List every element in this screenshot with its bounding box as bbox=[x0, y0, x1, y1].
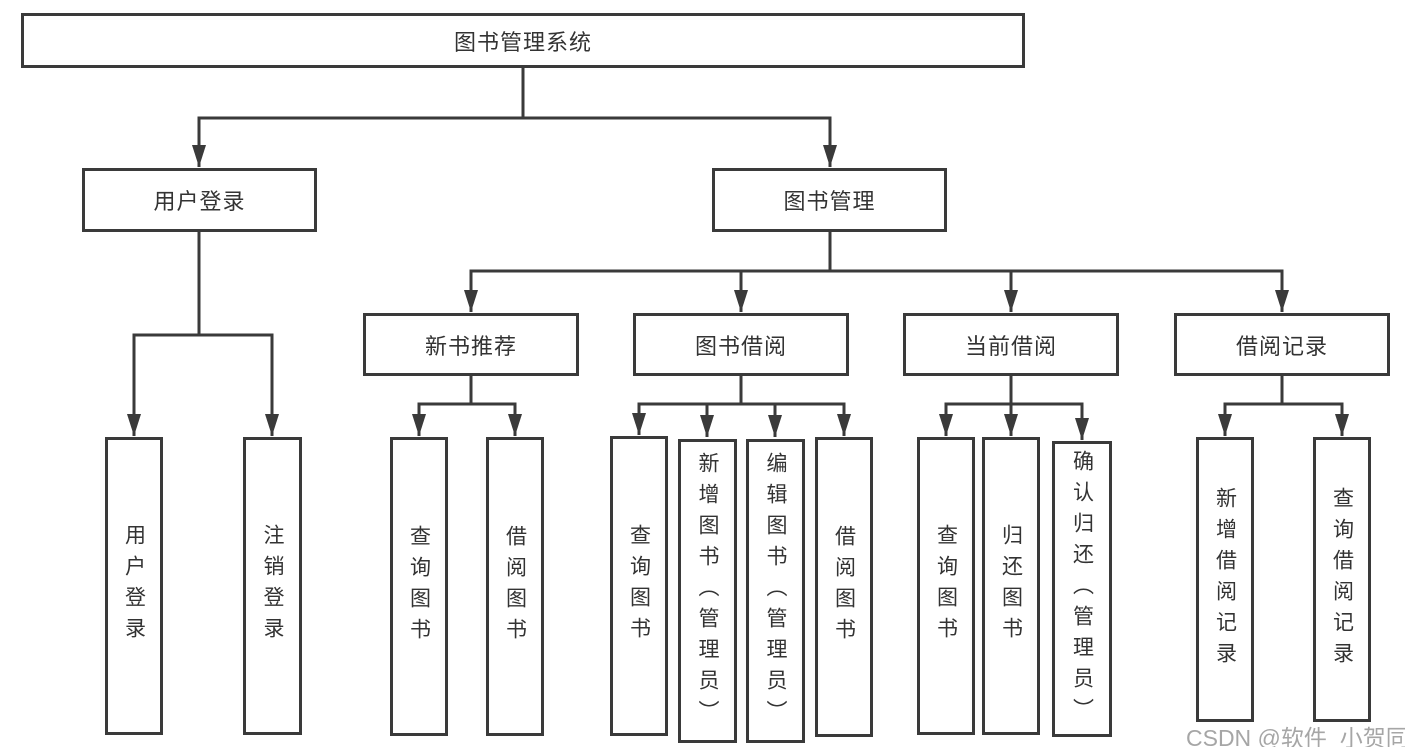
leaf-logout: 注销登录 bbox=[243, 437, 302, 735]
node-borrowing-records: 借阅记录 bbox=[1174, 313, 1390, 376]
leaf-user-login: 用户登录 bbox=[105, 437, 163, 735]
leaf-query-book-recommend: 查询图书 bbox=[390, 437, 448, 736]
leaf-label: 查询图书 bbox=[407, 524, 431, 649]
leaf-label: 注销登录 bbox=[261, 524, 284, 648]
node-label: 当前借阅 bbox=[964, 333, 1057, 359]
leaf-borrow-book-recommend: 借阅图书 bbox=[486, 437, 544, 736]
node-label: 用户登录 bbox=[153, 189, 246, 214]
node-new-book-recommend: 新书推荐 bbox=[363, 313, 579, 376]
node-current-borrowing: 当前借阅 bbox=[903, 313, 1119, 376]
leaf-label: 查询图书 bbox=[627, 524, 651, 648]
leaf-label: 查询图书 bbox=[934, 524, 958, 648]
leaf-label: 查询借阅记录 bbox=[1330, 486, 1354, 673]
node-label: 图书管理系统 bbox=[453, 29, 592, 55]
leaf-return-book: 归还图书 bbox=[982, 437, 1040, 735]
leaf-label: 新增借阅记录 bbox=[1213, 486, 1237, 673]
leaf-query-borrow-record: 查询借阅记录 bbox=[1313, 437, 1371, 722]
leaf-query-book-borrowing: 查询图书 bbox=[610, 436, 668, 736]
node-user-login: 用户登录 bbox=[82, 168, 317, 232]
leaf-label: 归还图书 bbox=[999, 524, 1023, 648]
leaf-add-borrow-record: 新增借阅记录 bbox=[1196, 437, 1254, 722]
node-label: 借阅记录 bbox=[1235, 333, 1328, 359]
leaf-label: 借阅图书 bbox=[503, 524, 527, 649]
leaf-add-book-admin: 新增图书（管理员） bbox=[678, 439, 737, 743]
leaf-confirm-return-admin: 确认归还（管理员） bbox=[1052, 441, 1112, 737]
leaf-label: 用户登录 bbox=[122, 524, 146, 648]
node-library-management-system: 图书管理系统 bbox=[21, 13, 1025, 68]
node-book-borrowing: 图书借阅 bbox=[633, 313, 849, 376]
leaf-label: 新增图书（管理员） bbox=[696, 451, 719, 731]
node-label: 图书借阅 bbox=[694, 333, 787, 359]
leaf-label: 确认归还（管理员） bbox=[1070, 449, 1094, 729]
leaf-query-book-current: 查询图书 bbox=[917, 437, 975, 735]
node-label: 图书管理 bbox=[783, 189, 876, 214]
leaf-label: 借阅图书 bbox=[832, 525, 856, 649]
leaf-borrow-book: 借阅图书 bbox=[815, 437, 873, 737]
node-label: 新书推荐 bbox=[424, 333, 517, 359]
node-book-management: 图书管理 bbox=[712, 168, 947, 232]
leaf-label: 编辑图书（管理员） bbox=[764, 451, 787, 731]
leaf-edit-book-admin: 编辑图书（管理员） bbox=[746, 439, 805, 743]
csdn-watermark: CSDN @软件_小贺同学 bbox=[1186, 725, 1405, 747]
